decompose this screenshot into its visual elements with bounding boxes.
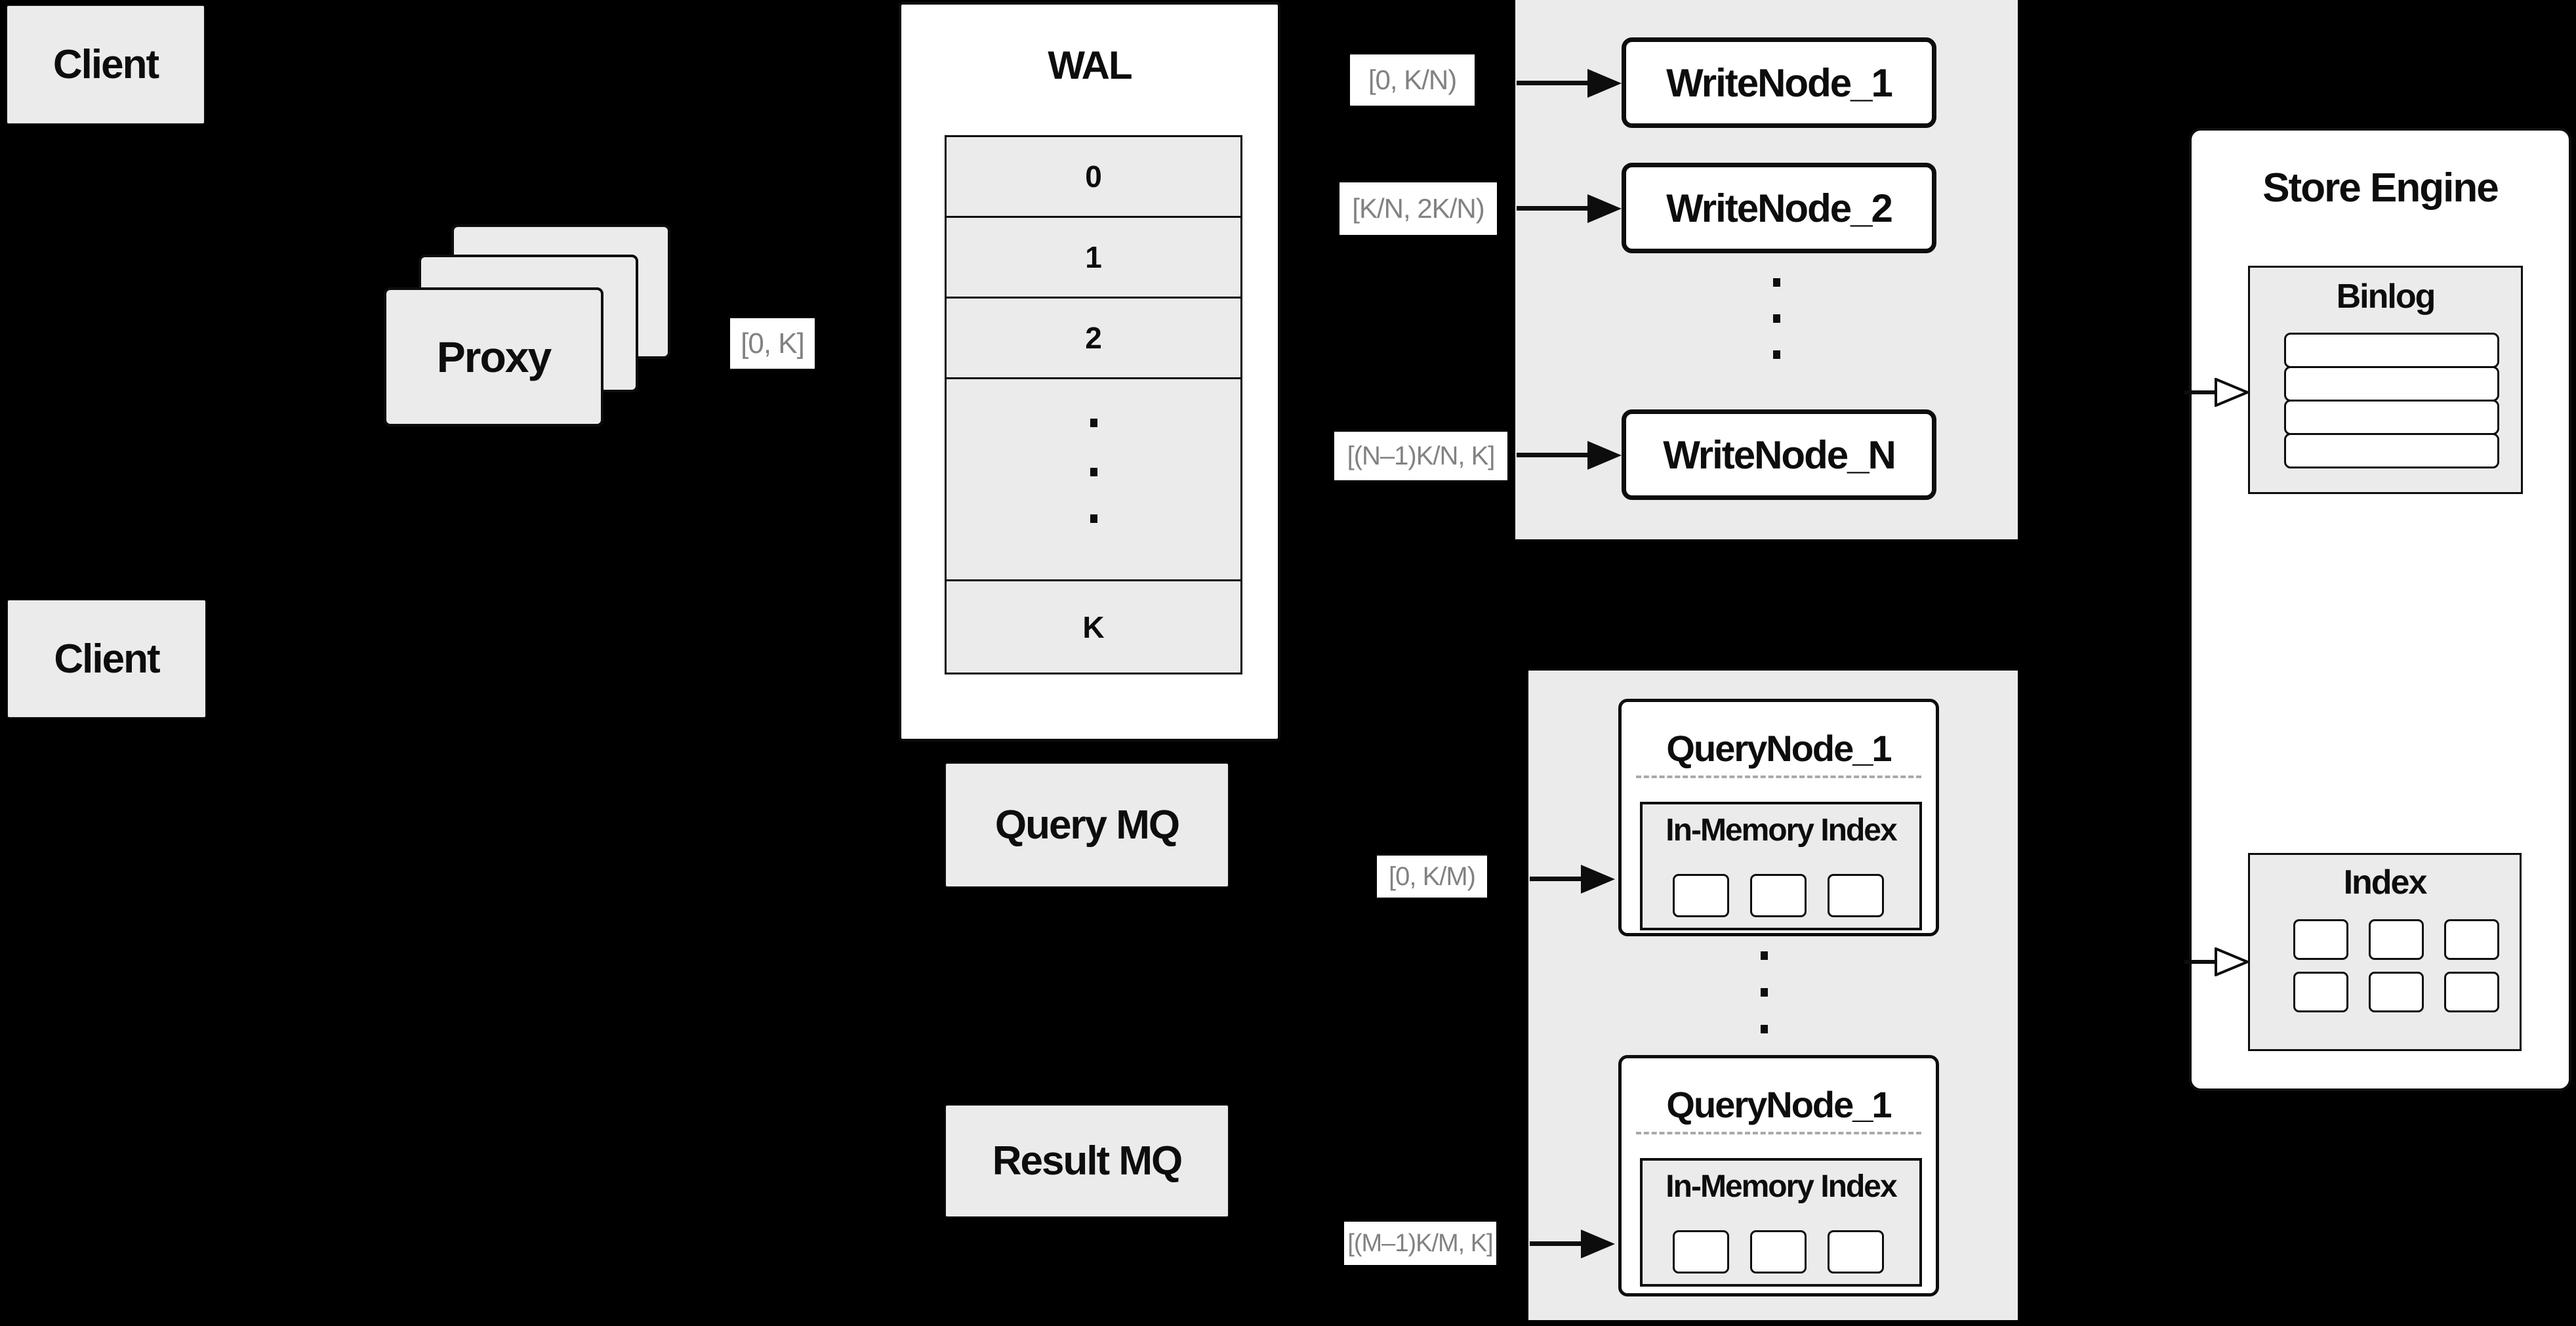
index-cell — [1673, 874, 1729, 917]
wal-ellipsis-row — [945, 377, 1242, 581]
client-box-top: Client — [6, 5, 205, 125]
wal-segment-row: 1 — [945, 216, 1242, 299]
arrow-shaft — [1530, 877, 1584, 881]
vertical-ellipsis-icon — [1090, 419, 1097, 523]
wal-segment-row: 0 — [945, 135, 1242, 218]
in-memory-index-panel: In-Memory Index — [1640, 1158, 1922, 1287]
arrow-head-icon — [1587, 441, 1622, 470]
index-cell — [2444, 972, 2499, 1012]
index-cell — [2293, 919, 2348, 960]
query-node-title: QueryNode_1 — [1666, 728, 1892, 769]
client-label: Client — [54, 636, 160, 682]
client-box-bottom: Client — [7, 599, 207, 718]
arrow-shaft — [1517, 81, 1590, 85]
dot — [1761, 1025, 1768, 1033]
write-node-2-box: WriteNode_2 — [1622, 163, 1936, 253]
query-node-title: QueryNode_1 — [1666, 1084, 1892, 1125]
dashed-separator — [1636, 776, 1921, 778]
client-label: Client — [52, 42, 159, 87]
binlog-row — [2284, 400, 2499, 435]
dot — [1761, 951, 1768, 960]
open-arrow-head-icon — [2215, 378, 2249, 407]
arrow-shaft — [1530, 1241, 1584, 1246]
arrow-head-icon — [1587, 194, 1622, 223]
arrow-head-icon — [1581, 865, 1615, 894]
binlog-title: Binlog — [2336, 278, 2436, 316]
index-cell — [2293, 972, 2348, 1012]
range-label-write-node-2: [K/N, 2K/N) — [1339, 182, 1497, 235]
write-node-1-box: WriteNode_1 — [1622, 37, 1936, 128]
vertical-ellipsis-icon — [1761, 951, 1768, 1033]
range-label-query-node-2: [(M–1)K/M, K] — [1344, 1222, 1496, 1265]
arrow-shaft — [1517, 453, 1590, 457]
index-cell — [2369, 919, 2424, 960]
arrow-head-icon — [1581, 1230, 1615, 1258]
wal-segment-row-last: K — [945, 579, 1242, 674]
open-arrow-head-icon — [2215, 947, 2249, 976]
dot — [1773, 278, 1780, 287]
in-memory-index-title: In-Memory Index — [1666, 813, 1897, 848]
wal-segment-row: 2 — [945, 297, 1242, 379]
query-mq-box: Query MQ — [945, 762, 1229, 888]
result-mq-box: Result MQ — [945, 1104, 1229, 1218]
index-cell — [1828, 874, 1884, 917]
proxy-label: Proxy — [436, 333, 552, 381]
vertical-ellipsis-icon — [1773, 278, 1780, 359]
index-cell — [2369, 972, 2424, 1012]
index-cell — [1750, 874, 1807, 917]
index-cell — [1673, 1230, 1729, 1274]
index-title: Index — [2343, 863, 2428, 901]
in-memory-index-title: In-Memory Index — [1666, 1169, 1897, 1204]
binlog-row — [2284, 333, 2499, 368]
index-cell — [1828, 1230, 1884, 1274]
index-cell — [2444, 919, 2499, 960]
arrow-shaft — [1517, 206, 1590, 211]
dot — [1090, 514, 1097, 523]
write-node-n-box: WriteNode_N — [1622, 409, 1936, 500]
range-label-client-wal: [0, K] — [730, 318, 815, 369]
store-engine-title: Store Engine — [2262, 165, 2499, 211]
dot — [1761, 988, 1768, 997]
in-memory-index-panel: In-Memory Index — [1640, 802, 1922, 930]
binlog-row — [2284, 433, 2499, 468]
range-label-query-node-1: [0, K/M) — [1377, 856, 1487, 898]
binlog-row — [2284, 366, 2499, 402]
arrow-shaft — [2184, 390, 2217, 394]
arrow-shaft — [2184, 960, 2217, 964]
arrow-head-icon — [1587, 69, 1622, 98]
proxy-box: Proxy — [384, 287, 603, 426]
dot — [1090, 419, 1097, 427]
dot — [1090, 468, 1097, 476]
dot — [1773, 350, 1780, 359]
query-node-2-box: QueryNode_1 In-Memory Index — [1618, 1055, 1939, 1296]
wal-title: WAL — [1048, 43, 1132, 87]
dashed-separator — [1636, 1132, 1921, 1134]
binlog-panel: Binlog — [2248, 266, 2523, 494]
range-label-write-node-1: [0, K/N) — [1350, 54, 1475, 106]
query-node-1-box: QueryNode_1 In-Memory Index — [1618, 699, 1939, 936]
dot — [1773, 314, 1780, 323]
index-cell — [1750, 1230, 1807, 1274]
range-label-write-node-n: [(N–1)K/N, K] — [1334, 432, 1507, 480]
index-panel: Index — [2248, 853, 2522, 1051]
